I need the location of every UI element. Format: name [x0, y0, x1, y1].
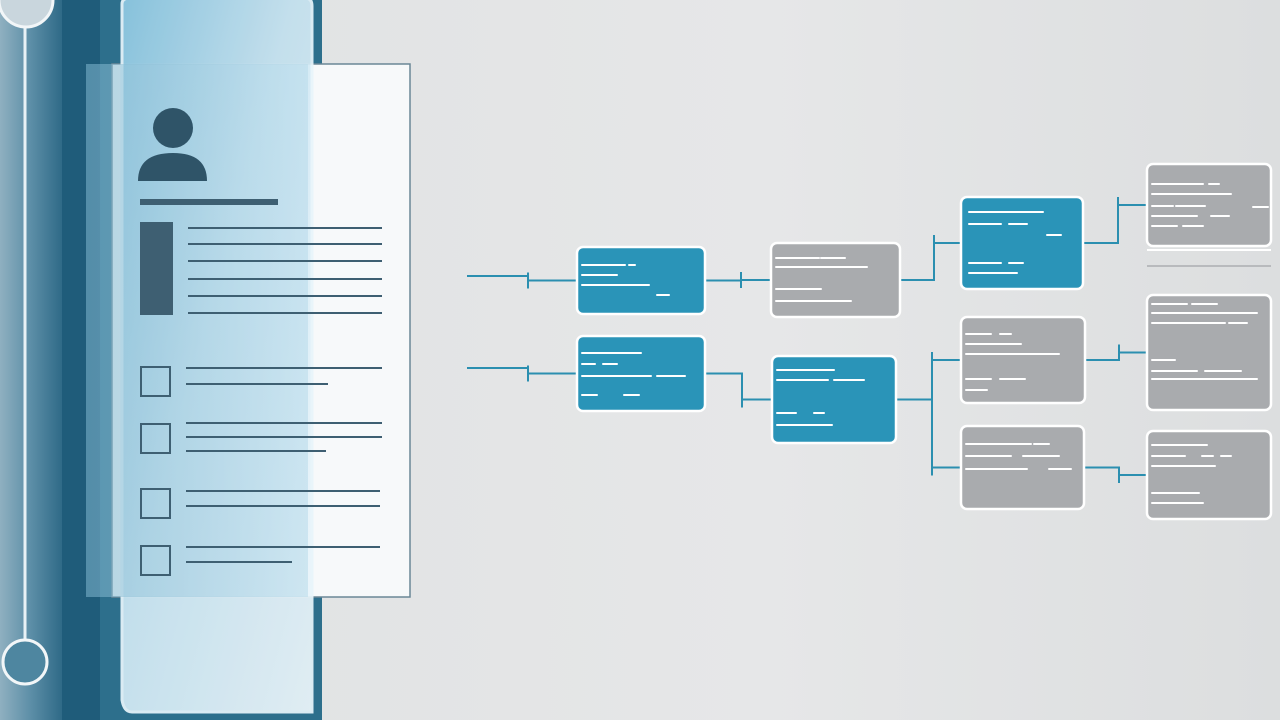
flow-node-n9 — [1145, 293, 1273, 412]
flow-node-box — [959, 315, 1087, 405]
flow-node-box — [1145, 429, 1273, 521]
flow-node-box — [959, 424, 1086, 511]
rail-knob-top — [0, 0, 55, 29]
rail-knob-bottom — [1, 638, 49, 686]
checkbox-icon — [140, 366, 171, 397]
flow-connector — [705, 372, 772, 401]
flow-node-n7 — [959, 424, 1086, 511]
flowchart-nodes — [575, 162, 1273, 521]
flow-connector — [896, 398, 961, 469]
profile-photo-block — [140, 222, 173, 315]
avatar-icon — [138, 108, 207, 181]
device-illustration — [0, 0, 411, 720]
flow-node-box — [769, 241, 902, 319]
checkbox-icon — [140, 545, 171, 576]
checkbox-icon — [140, 423, 171, 454]
flow-node-n5 — [959, 195, 1085, 291]
profile-name-bar — [140, 199, 278, 205]
flow-node-box — [575, 334, 707, 413]
checklist — [140, 366, 382, 576]
glass-inner-panel — [86, 64, 308, 597]
flowchart-edges — [467, 197, 1147, 483]
flow-node-n4 — [770, 354, 898, 445]
flow-node-box — [959, 195, 1085, 291]
flow-node-box — [770, 354, 898, 445]
flow-node-n10 — [1145, 429, 1273, 521]
flow-connector — [705, 279, 771, 282]
flow-node-box — [575, 245, 707, 316]
flow-connector — [900, 242, 961, 281]
flow-node-n8 — [1145, 162, 1273, 248]
profile-text-lines — [188, 227, 382, 314]
checkbox-icon — [140, 488, 171, 519]
flow-node-n3 — [769, 241, 902, 319]
flow-node-n6 — [959, 315, 1087, 405]
flow-connector — [1083, 204, 1147, 244]
flow-node-n2 — [575, 334, 707, 413]
flow-node-n1 — [575, 245, 707, 316]
device-shell — [0, 0, 62, 720]
